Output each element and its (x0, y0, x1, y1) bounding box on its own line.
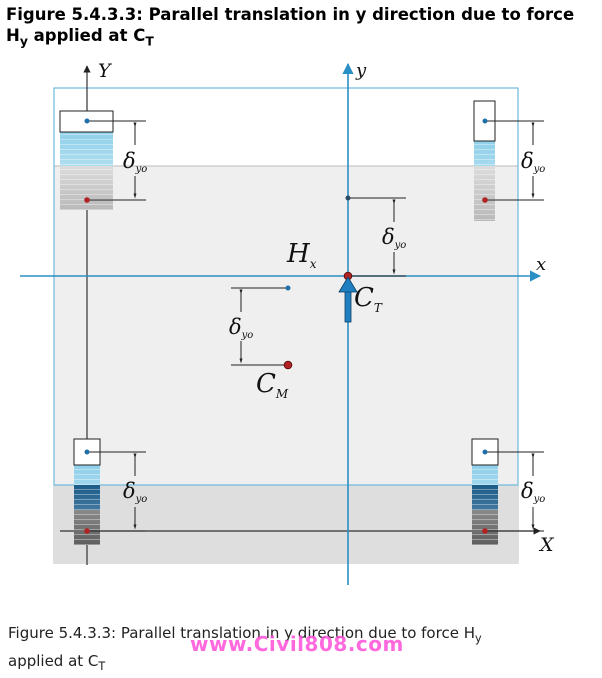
dimension-leaders (87, 120, 544, 532)
label-delta-top-left: δyo (123, 149, 147, 175)
column-top-right (473, 100, 496, 221)
watermark: www.Civil808.com (190, 632, 404, 656)
caption-line-2: applied at C (8, 652, 99, 670)
point-bottom-right-original (482, 449, 488, 455)
label-hx: Hx (286, 239, 317, 271)
point-bottom-left-translated (84, 528, 90, 534)
overlap-band (54, 485, 518, 563)
label-delta-ct: δyo (382, 225, 406, 251)
title-force-symbol: H (6, 26, 20, 45)
label-global-x: X (538, 534, 555, 556)
title-line-1: Figure 5.4.3.3: Parallel translation in … (6, 5, 575, 24)
title-line-2: applied at C (27, 26, 146, 45)
column-bottom-left (73, 438, 101, 545)
label-delta-bottom-left: δyo (123, 479, 147, 505)
point-ct-original (345, 195, 351, 201)
original-slab-outline (53, 87, 519, 486)
label-local-y: y (355, 60, 367, 81)
figure-title: Figure 5.4.3.3: Parallel translation in … (6, 4, 596, 52)
title-force-subscript: y (19, 34, 28, 49)
caption-line-1: Figure 5.4.3.3: Parallel translation in … (8, 624, 475, 642)
title-ct-subscript: T (145, 34, 154, 49)
point-top-left-translated (84, 197, 90, 203)
label-delta-bottom-right: δyo (521, 479, 545, 505)
point-top-left-original (84, 118, 90, 124)
point-cm-original (285, 285, 291, 291)
label-global-y: Y (98, 60, 113, 82)
figure-caption: Figure 5.4.3.3: Parallel translation in … (8, 622, 598, 678)
label-local-x: x (536, 254, 546, 275)
label-delta-top-right: δyo (521, 149, 545, 175)
force-arrow-icon (338, 276, 358, 323)
dimension-arrows (133, 122, 535, 530)
translation-diagram: Y X y x Hx CT CM δyo δyo δyo δyo δyo δyo (20, 60, 555, 585)
label-delta-cm: δyo (229, 315, 253, 341)
caption-force-subscript: y (474, 632, 482, 645)
point-bottom-left-original (84, 449, 90, 455)
label-ct: CT (354, 283, 383, 315)
point-cm (283, 360, 293, 370)
label-cm: CM (256, 369, 289, 401)
point-bottom-right-translated (482, 528, 488, 534)
caption-ct-subscript: T (98, 660, 106, 673)
column-top-left (59, 110, 114, 210)
point-top-right-original (482, 118, 488, 124)
point-top-right-translated (482, 197, 488, 203)
